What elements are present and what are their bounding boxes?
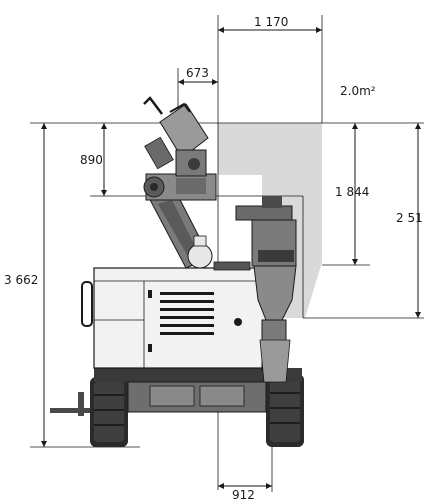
- boom-arm: [147, 189, 213, 269]
- right-track: [266, 374, 304, 447]
- total-height-label: 3 662: [4, 273, 38, 287]
- door-latch: [148, 290, 152, 298]
- stabilizer-leg: [50, 392, 90, 416]
- top-width-arrow-left: [218, 27, 224, 33]
- inner-height-label: 1 844: [335, 185, 369, 199]
- left-track: [90, 377, 128, 447]
- vent-grille: [160, 292, 214, 335]
- top-width-label: 1 170: [254, 15, 288, 29]
- arm-height-label: 890: [80, 153, 103, 167]
- bottom-offset-arrow-right: [266, 483, 272, 489]
- right-height-label: 2 51: [396, 211, 423, 225]
- drill-head: [143, 96, 209, 177]
- total-height-arrow-top: [41, 123, 47, 129]
- control-knob: [234, 318, 242, 326]
- bottom-offset-arrow-left: [218, 483, 224, 489]
- right-height-arrow-bottom: [415, 312, 421, 318]
- arm-height-arrow-top: [101, 123, 107, 129]
- door-latch-lower: [148, 344, 152, 352]
- undercarriage: [94, 368, 302, 382]
- inner-height-arrow-bottom: [352, 259, 358, 265]
- arm-height-arrow-bottom: [101, 190, 107, 196]
- arm-offset-label: 673: [186, 66, 209, 80]
- side-handle: [81, 281, 93, 327]
- chassis-frame: [127, 381, 267, 413]
- inner-height-arrow-top: [352, 123, 358, 129]
- mast-column: [235, 196, 297, 383]
- arm-offset-arrow-left: [178, 79, 184, 85]
- bottom-offset-label: 912: [232, 488, 255, 501]
- housing-cap: [213, 261, 251, 271]
- rotation-head: [143, 173, 217, 201]
- area-label: 2.0m²: [340, 84, 376, 98]
- total-height-arrow-bottom: [41, 441, 47, 447]
- arm-offset-arrow-right: [212, 79, 218, 85]
- right-height-arrow-top: [415, 123, 421, 129]
- drilling-rig: [50, 96, 304, 447]
- top-width-arrow-right: [316, 27, 322, 33]
